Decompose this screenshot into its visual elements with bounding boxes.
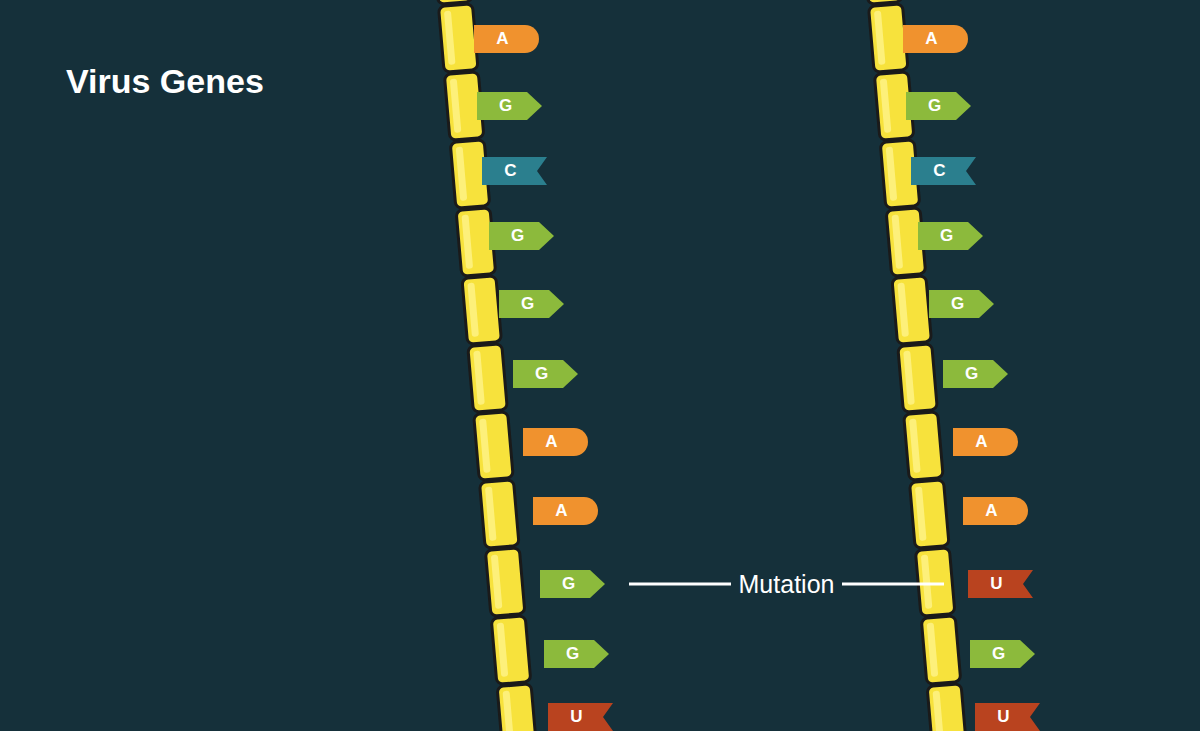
backbone-highlight: [503, 691, 515, 731]
base-letter: G: [544, 640, 601, 668]
backbone-highlight: [461, 215, 473, 269]
backbone-segment: [898, 344, 938, 413]
backbone-highlight: [915, 487, 927, 541]
adenine-tag: A: [474, 25, 539, 53]
backbone-highlight: [927, 623, 939, 677]
backbone-highlight: [450, 79, 462, 133]
base-letter: G: [929, 290, 986, 318]
base-letter: A: [963, 497, 1020, 525]
adenine-tag: A: [533, 497, 598, 525]
backbone-segment: [892, 276, 932, 345]
base-letter: A: [474, 25, 531, 53]
backbone-highlight: [933, 691, 945, 731]
base-letter: G: [489, 222, 546, 250]
guanine-tag: G: [918, 222, 983, 250]
backbone-highlight: [903, 351, 915, 405]
base-letter: A: [953, 428, 1010, 456]
backbone-segment: [927, 684, 967, 731]
backbone-segment: [921, 616, 961, 685]
base-letter: U: [975, 703, 1032, 731]
backbone-highlight: [897, 283, 909, 337]
uracil-tag: U: [548, 703, 613, 731]
diagram-title: Virus Genes: [66, 62, 264, 101]
backbone-highlight: [874, 11, 886, 65]
backbone-segment: [497, 684, 537, 731]
guanine-tag: G: [906, 92, 971, 120]
guanine-tag: G: [513, 360, 578, 388]
base-letter: G: [970, 640, 1027, 668]
edge-label: Mutation: [731, 570, 843, 599]
backbone-highlight: [497, 623, 509, 677]
guanine-tag: G: [929, 290, 994, 318]
backbone-segment: [468, 344, 508, 413]
backbone-segment: [491, 616, 531, 685]
backbone-highlight: [485, 487, 497, 541]
base-letter: C: [482, 157, 539, 185]
backbone-highlight: [886, 147, 898, 201]
backbone-segment: [439, 4, 479, 73]
backbone-segment: [474, 412, 514, 481]
base-letter: U: [968, 570, 1025, 598]
guanine-tag: G: [540, 570, 605, 598]
backbone-segment: [485, 548, 525, 617]
cytosine-tag: C: [911, 157, 976, 185]
base-letter: G: [499, 290, 556, 318]
base-letter: U: [548, 703, 605, 731]
backbone-highlight: [456, 147, 468, 201]
guanine-tag: G: [544, 640, 609, 668]
base-letter: A: [903, 25, 960, 53]
backbone-highlight: [444, 11, 456, 65]
guanine-tag: G: [489, 222, 554, 250]
cytosine-tag: C: [482, 157, 547, 185]
backbone-segment: [910, 480, 950, 549]
backbone-highlight: [880, 79, 892, 133]
backbone-highlight: [909, 419, 921, 473]
adenine-tag: A: [963, 497, 1028, 525]
backbone-segment: [915, 548, 955, 617]
backbone-segment: [462, 276, 502, 345]
uracil-tag: U: [975, 703, 1040, 731]
base-letter: G: [906, 92, 963, 120]
backbone-highlight: [891, 215, 903, 269]
backbone-segment: [480, 480, 520, 549]
guanine-tag: G: [499, 290, 564, 318]
guanine-tag: G: [477, 92, 542, 120]
backbone-segment: [869, 4, 909, 73]
base-letter: G: [540, 570, 597, 598]
base-letter: G: [513, 360, 570, 388]
base-letter: G: [477, 92, 534, 120]
adenine-tag: A: [953, 428, 1018, 456]
backbone-highlight: [473, 351, 485, 405]
backbone-highlight: [921, 555, 933, 609]
base-letter: A: [533, 497, 590, 525]
backbone-highlight: [467, 283, 479, 337]
backbone-highlight: [479, 419, 491, 473]
base-letter: C: [911, 157, 968, 185]
guanine-tag: G: [943, 360, 1008, 388]
guanine-tag: G: [970, 640, 1035, 668]
base-letter: G: [918, 222, 975, 250]
backbone-segment: [904, 412, 944, 481]
adenine-tag: A: [523, 428, 588, 456]
uracil-tag: U: [968, 570, 1033, 598]
base-letter: A: [523, 428, 580, 456]
backbone-highlight: [491, 555, 503, 609]
adenine-tag: A: [903, 25, 968, 53]
base-letter: G: [943, 360, 1000, 388]
